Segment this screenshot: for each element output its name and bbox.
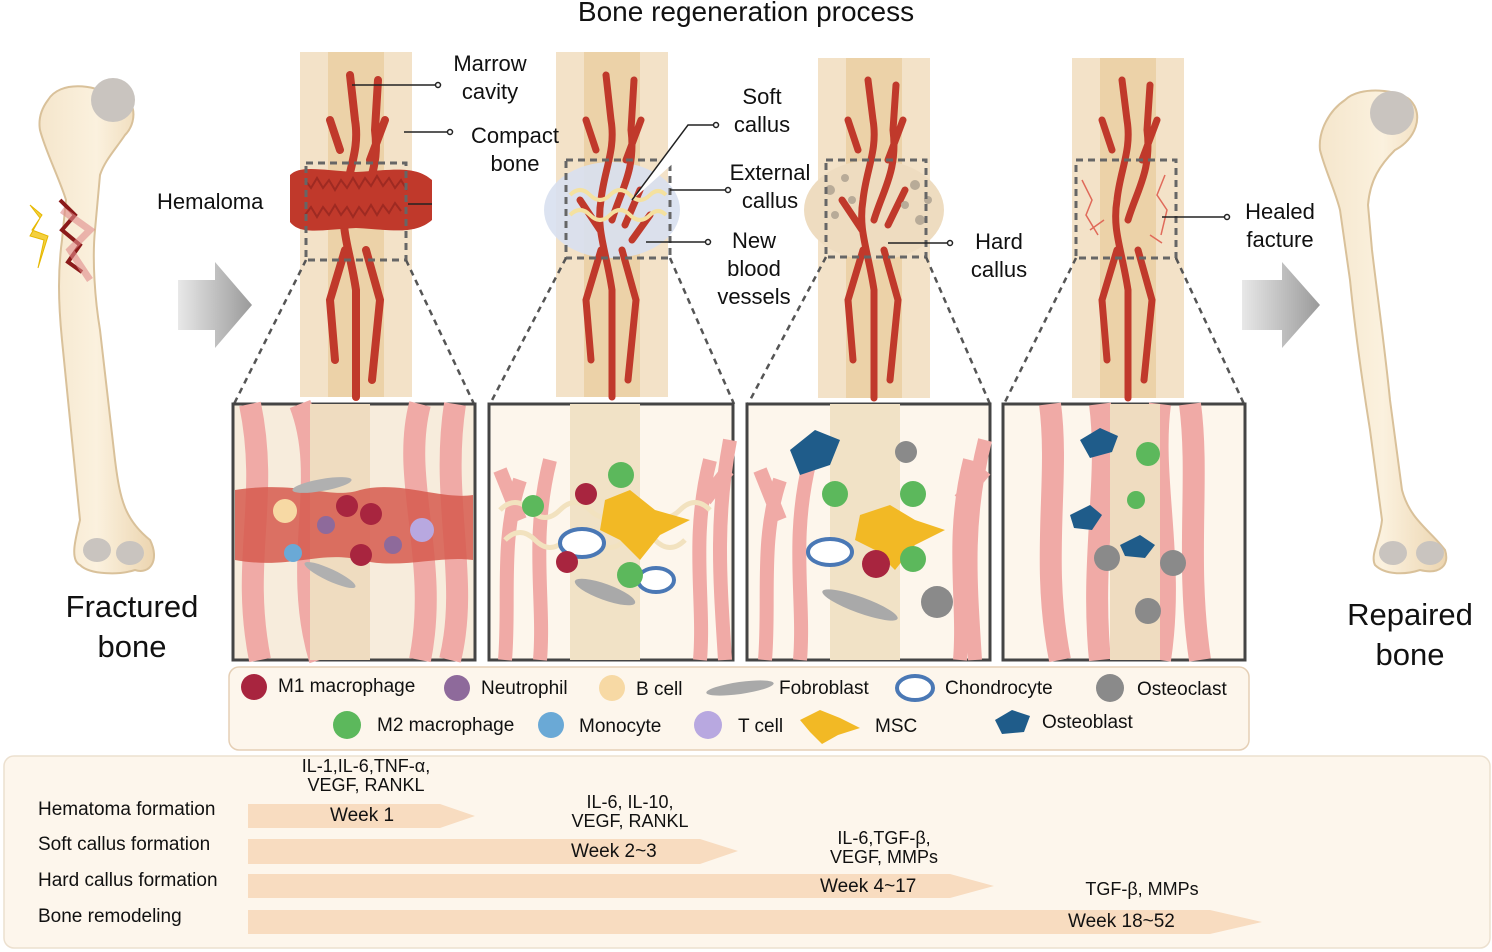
cytokines-week-2-3: IL-6, IL-10, VEGF, RANKL [552,793,708,831]
bone-section-hematoma [290,52,432,401]
legend-msc: MSC [875,716,918,737]
cytokines-week-2-3-line2: VEGF, RANKL [571,811,689,831]
healed-line1: Healed [1245,199,1315,224]
legend-m1-macrophage: M1 macrophage [278,676,416,697]
bone-section-soft-callus [544,52,680,401]
cytokines-week-4-17-line1: IL-6,TGF-β, [837,828,931,848]
stage-arrow-left [178,262,252,348]
soft-callus-line1: Soft [742,84,782,109]
stage-arrow-right [1242,262,1320,348]
repaired-label-line1: Repaired [1347,597,1473,632]
phase-hard-callus-name: Hard callus formation [38,870,218,891]
fractured-label-line1: Fractured [65,589,199,624]
hard-callus-line2: callus [970,257,1028,282]
repaired-femur [1318,89,1448,575]
compact-line2: bone [490,151,540,176]
week-1-label: Week 1 [330,805,395,826]
external-callus-line1: External [729,160,811,185]
healed-fracture-label: Healed facture [1232,198,1328,254]
legend-m2-macrophage: M2 macrophage [377,715,515,736]
new-vessels-line3: vessels [717,284,791,309]
marrow-line2: cavity [461,79,519,104]
repaired-label-line2: bone [1375,637,1445,672]
external-callus-label: External callus [718,159,822,215]
week-18-52-label: Week 18~52 [1068,911,1175,932]
new-vessels-line2: blood [727,256,781,281]
week-2-3-label: Week 2~3 [571,841,657,862]
week-4-17-label: Week 4~17 [820,876,917,897]
bone-section-hard-callus [804,58,944,402]
marrow-line1: Marrow [453,51,527,76]
cytokines-week-18-52-line1: TGF-β, MMPs [1085,879,1199,899]
legend-t-cell: T cell [738,716,784,737]
legend-neutrophil: Neutrophil [481,678,568,699]
hematoma-label: Hemaloma [157,189,264,214]
phase-soft-callus-name: Soft callus formation [38,834,211,855]
new-blood-vessels-label: New blood vessels [710,227,798,311]
zoom-panel-1 [231,399,477,664]
soft-callus-line2: callus [733,112,791,137]
cytokines-week-4-17: IL-6,TGF-β, VEGF, MMPs [806,829,962,867]
new-vessels-line1: New [731,228,776,253]
soft-callus-label: Soft callus [722,83,802,139]
hard-callus-line1: Hard [975,229,1023,254]
external-callus-line2: callus [741,188,799,213]
legend-fibroblast: Fobroblast [779,678,869,699]
compact-line1: Compact [470,123,560,148]
legend-monocyte: Monocyte [579,716,662,737]
cytokines-week-1-line2: VEGF, RANKL [307,775,425,795]
cytokines-week-18-52: TGF-β, MMPs [1064,880,1220,899]
legend-osteoblast: Osteoblast [1042,712,1133,733]
cytokines-week-4-17-line2: VEGF, MMPs [829,847,938,867]
fractured-bone-label: Fractured bone [48,587,216,667]
compact-bone-label: Compact bone [456,122,574,178]
legend-b-cell: B cell [636,679,683,700]
fractured-label-line2: bone [97,629,167,664]
bone-section-healed [1072,58,1184,402]
cytokines-week-1-line1: IL-1,IL-6,TNF-α, [301,756,431,776]
phase-remodeling-name: Bone remodeling [38,906,182,927]
fractured-femur [29,78,155,575]
figure-title: Bone regeneration process [577,0,915,27]
legend-osteoclast: Osteoclast [1137,679,1227,700]
leader-lines [352,81,1231,247]
cytokines-week-2-3-line1: IL-6, IL-10, [586,792,674,812]
zoom-panel-4 [1001,402,1247,663]
cytokines-week-1: IL-1,IL-6,TNF-α, VEGF, RANKL [278,757,454,795]
repaired-bone-label: Repaired bone [1328,595,1492,675]
phase-hematoma-name: Hematoma formation [38,799,216,820]
legend-icons [241,674,1124,744]
legend-box [228,666,1250,751]
zoom-panel-3 [745,402,992,662]
zoom-panel-2 [487,402,737,662]
healed-line2: facture [1246,227,1314,252]
timeline-arrows [248,804,1262,934]
marrow-cavity-label: Marrow cavity [440,50,540,106]
hard-callus-label: Hard callus [955,228,1043,284]
legend-chondrocyte: Chondrocyte [945,678,1053,699]
zoom-lines [232,256,1246,405]
